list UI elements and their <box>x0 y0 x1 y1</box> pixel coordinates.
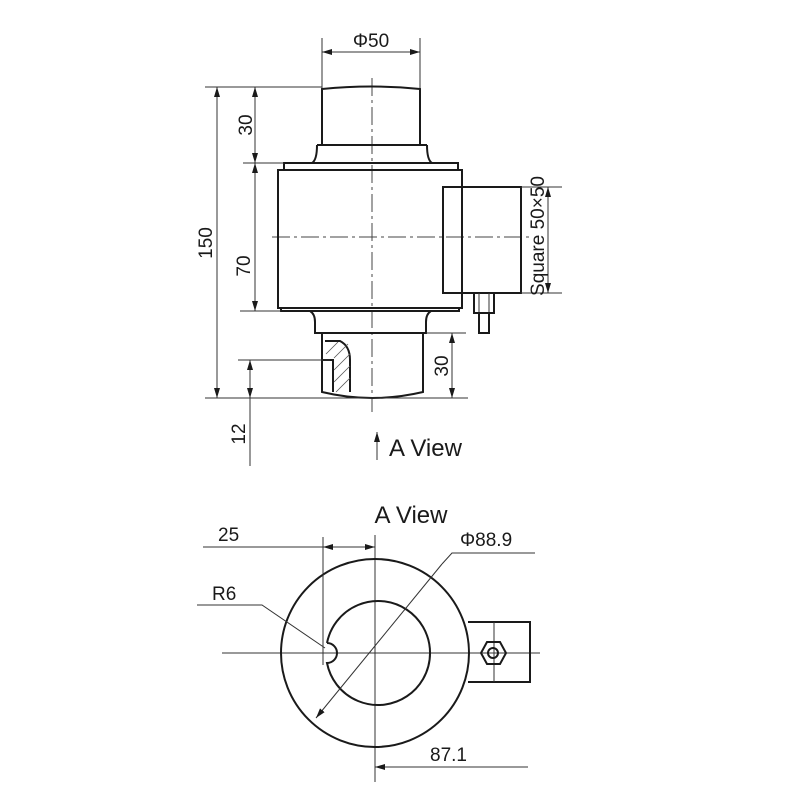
bottom-flange <box>309 310 432 334</box>
extension-lines <box>205 38 562 399</box>
dim-r6-leader <box>197 604 326 649</box>
dim-total-height: 150 <box>196 227 217 259</box>
bottom-plate <box>280 307 460 312</box>
dim-groove: 12 <box>229 423 250 444</box>
dim-line-diameter-88 <box>315 563 443 719</box>
dim-diameter-top: Φ50 <box>353 31 389 52</box>
side-box <box>468 621 531 683</box>
cable-connector <box>473 292 495 334</box>
dim-box: Square 50×50 <box>528 176 549 296</box>
hex-nut-icon <box>479 641 508 665</box>
dim-top-height: 30 <box>236 114 257 135</box>
dim-bottom-height: 30 <box>432 355 453 376</box>
dim-offset: 25 <box>218 525 239 546</box>
outer-circle <box>280 558 470 748</box>
view-arrow-label: A View <box>389 435 463 462</box>
side-view: Φ50 150 30 70 30 12 Square 50×50 A View <box>196 31 562 466</box>
dim-box-extent: 87.1 <box>430 745 467 766</box>
top-cap <box>321 85 421 145</box>
junction-box <box>442 186 522 294</box>
inner-bore-with-notch <box>325 600 432 706</box>
dim-diameter: Φ88.9 <box>460 530 512 551</box>
a-view-title: A View <box>375 502 449 529</box>
hatched-section <box>322 340 351 393</box>
dim-body-height: 70 <box>234 255 255 276</box>
body <box>277 169 463 309</box>
dim-radius: R6 <box>212 584 236 605</box>
dim-diameter-leader <box>441 552 535 565</box>
top-plate <box>283 162 459 171</box>
a-view: A View 25 R6 Φ88.9 87.1 <box>197 502 540 782</box>
